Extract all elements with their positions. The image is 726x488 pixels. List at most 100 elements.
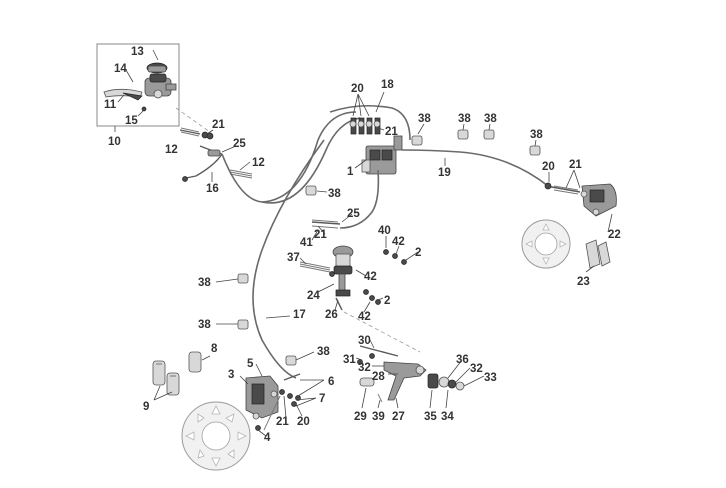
callout-4: 4 xyxy=(264,432,271,444)
callout-17: 17 xyxy=(293,309,306,321)
grommets-top: 38 38 38 38 38 xyxy=(305,113,543,200)
bolt-icon xyxy=(377,393,383,403)
front-master-cylinder-icon xyxy=(144,73,177,99)
callout-14: 14 xyxy=(114,63,127,75)
callout-32: 32 xyxy=(470,363,483,375)
nut-icon xyxy=(401,259,407,265)
brake-pads-icon xyxy=(585,239,611,269)
front-master-cylinder-group: 13 14 11 15 10 xyxy=(96,43,180,148)
rear-brake-caliper-icon xyxy=(245,375,279,420)
callout-16: 16 xyxy=(206,183,219,195)
brake-lever-icon xyxy=(103,88,143,101)
callout-18: 18 xyxy=(381,79,394,91)
callout-21: 21 xyxy=(569,159,582,171)
callout-28: 28 xyxy=(372,371,385,383)
callout-7: 7 xyxy=(319,393,325,405)
callout-31: 31 xyxy=(343,354,356,366)
group-frame xyxy=(96,43,180,127)
pivot-bushing-icon xyxy=(359,377,375,387)
callout-37: 37 xyxy=(287,252,300,264)
nut-icon xyxy=(375,299,381,305)
nut-icon xyxy=(363,289,369,295)
callout-33: 33 xyxy=(484,372,497,384)
hose-end-icon xyxy=(182,176,188,182)
callout-38: 38 xyxy=(484,113,497,125)
lever-pin-icon xyxy=(141,106,147,112)
callout-21: 21 xyxy=(385,126,398,138)
grommet-icon xyxy=(483,129,495,140)
callout-38: 38 xyxy=(198,319,211,331)
abs-group: 20 18 21 1 xyxy=(221,79,411,204)
callout-25: 25 xyxy=(233,138,246,150)
callout-22: 22 xyxy=(608,229,621,241)
washer-icon xyxy=(206,132,214,140)
callout-12: 12 xyxy=(165,144,178,156)
callout-36: 36 xyxy=(456,354,469,366)
nut-icon xyxy=(392,253,398,259)
grommet-icon xyxy=(237,273,249,284)
callout-35: 35 xyxy=(424,411,437,423)
brake-pedal-icon xyxy=(383,361,427,401)
pivot-stack-icon xyxy=(427,373,465,391)
callout-25: 25 xyxy=(347,208,360,220)
grommet-icon xyxy=(305,185,317,196)
rear-master-cylinder-icon xyxy=(332,245,354,297)
hose-17-group: 38 17 38 38 xyxy=(198,139,330,379)
callout-41: 41 xyxy=(300,237,313,249)
callout-2: 2 xyxy=(384,295,390,307)
banjo-bolt-icon xyxy=(311,219,339,229)
hose-19-group: 19 xyxy=(401,149,549,187)
grommet-icon xyxy=(529,145,541,156)
callout-39: 39 xyxy=(372,411,385,423)
grommet-icon xyxy=(237,319,249,330)
callout-26: 26 xyxy=(325,309,338,321)
callout-32: 32 xyxy=(358,362,371,374)
callout-15: 15 xyxy=(125,115,138,127)
hose-fitting-icon xyxy=(229,169,253,179)
front-brake-caliper-icon xyxy=(580,183,617,217)
hose-17 xyxy=(252,139,325,379)
callout-42: 42 xyxy=(364,271,377,283)
callout-29: 29 xyxy=(354,411,367,423)
callout-38: 38 xyxy=(317,346,330,358)
brake-disc-icon xyxy=(521,219,571,269)
grommet-icon xyxy=(285,355,297,366)
callout-24: 24 xyxy=(307,290,320,302)
callout-30: 30 xyxy=(358,335,371,347)
caliper-bolt-icon xyxy=(263,395,281,431)
callout-38: 38 xyxy=(328,188,341,200)
right-caliper-group: 20 21 22 23 xyxy=(521,159,621,288)
callout-38: 38 xyxy=(418,113,431,125)
callout-38: 38 xyxy=(198,277,211,289)
callout-10: 10 xyxy=(108,136,121,148)
callout-27: 27 xyxy=(392,411,405,423)
callout-38: 38 xyxy=(530,129,543,141)
callout-20: 20 xyxy=(351,83,364,95)
banjo-bolts-icon xyxy=(349,117,381,135)
guide-line xyxy=(343,311,421,353)
callout-8: 8 xyxy=(211,343,218,355)
front-hose-left-group: 21 12 25 12 16 xyxy=(165,119,265,195)
rear-master-cylinder-group: 25 21 41 40 42 2 37 42 24 2 26 42 xyxy=(287,169,421,323)
callout-42: 42 xyxy=(358,311,371,323)
banjo-bolt-icon xyxy=(180,127,200,137)
brake-pedal-group: 30 31 32 28 36 32 33 29 39 27 35 34 xyxy=(343,311,497,423)
callout-5: 5 xyxy=(247,358,254,370)
nut-icon xyxy=(369,295,375,301)
callout-11: 11 xyxy=(104,99,117,111)
callout-1: 1 xyxy=(347,166,354,178)
hose-19 xyxy=(401,149,549,187)
callout-20: 20 xyxy=(297,416,310,428)
washer-icon xyxy=(544,182,552,190)
callout-6: 6 xyxy=(328,376,334,388)
callout-34: 34 xyxy=(441,411,454,423)
callout-23: 23 xyxy=(577,276,590,288)
grommet-icon xyxy=(457,129,469,140)
callout-21: 21 xyxy=(276,416,289,428)
callout-21: 21 xyxy=(212,119,225,131)
callout-2: 2 xyxy=(415,247,421,259)
abs-modulator-icon xyxy=(361,135,403,175)
reservoir-cap-icon xyxy=(146,62,168,74)
callout-20: 20 xyxy=(542,161,555,173)
